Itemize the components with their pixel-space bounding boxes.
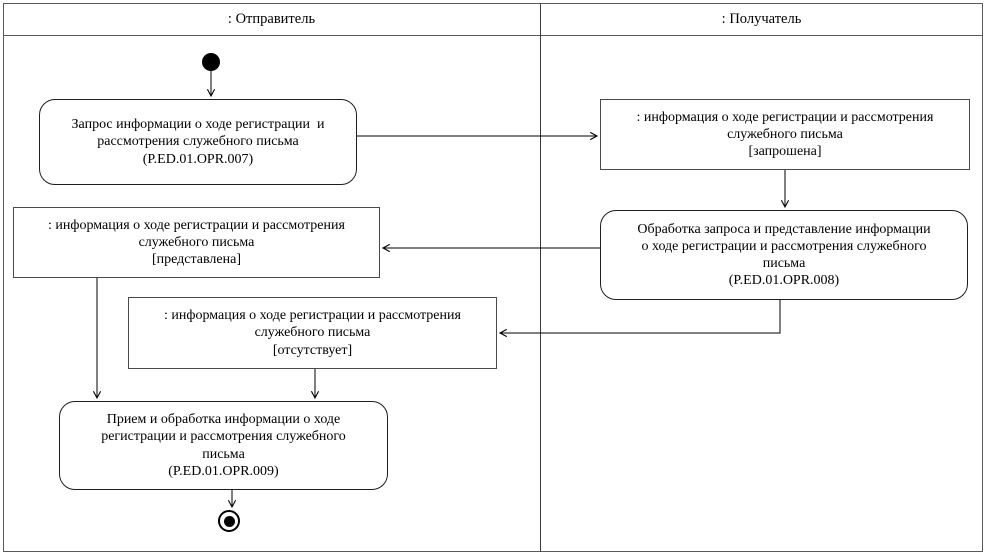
activity-process-request-line2: о ходе регистрации и рассмотрения служеб…	[641, 238, 927, 254]
object-info-absent-line1: : информация о ходе регистрации и рассмо…	[164, 308, 461, 324]
object-info-provided-state: [представлена]	[151, 252, 242, 268]
lane-header-divider	[3, 35, 983, 36]
activity-process-request-line1: Обработка запроса и представление информ…	[637, 221, 931, 237]
activity-request-info-line2: рассмотрения служебного письма	[97, 134, 299, 150]
final-node	[218, 510, 240, 532]
activity-receive-process-info-line2: регистрации и рассмотрения служебного	[101, 429, 346, 445]
activity-receive-process-info-line1: Прием и обработка информации о ходе	[106, 412, 341, 428]
activity-request-info-line1: Запрос информации о ходе регистрации и	[71, 117, 325, 133]
activity-process-request: Обработка запроса и представление информ…	[600, 210, 968, 300]
activity-process-request-line3: письма	[762, 256, 806, 271]
activity-receive-process-info-line3: письма	[202, 446, 245, 462]
lane-header-sender: : Отправитель	[3, 4, 540, 34]
object-info-provided-line1: : информация о ходе регистрации и рассмо…	[48, 217, 345, 233]
activity-request-info-code: (P.ED.01.OPR.007)	[142, 151, 254, 167]
activity-receive-process-info-code: (P.ED.01.OPR.009)	[168, 463, 279, 479]
object-info-requested-line2: служебного письма	[727, 126, 843, 142]
object-info-requested-state: [запрошена]	[748, 144, 822, 160]
activity-request-info: Запрос информации о ходе регистрации и р…	[39, 99, 357, 185]
initial-node	[202, 53, 220, 71]
object-info-absent: : информация о ходе регистрации и рассмо…	[128, 297, 497, 369]
object-info-provided: : информация о ходе регистрации и рассмо…	[13, 207, 380, 278]
diagram-frame	[3, 3, 983, 552]
lane-title-sender: : Отправитель	[227, 11, 316, 27]
activity-process-request-code: (P.ED.01.OPR.008)	[728, 273, 840, 289]
lane-divider	[540, 3, 541, 552]
object-info-requested-line1: : информация о ходе регистрации и рассмо…	[636, 109, 934, 125]
object-info-absent-line2: служебного письма	[254, 325, 371, 341]
object-info-absent-state: [отсутствует]	[272, 342, 353, 358]
activity-receive-process-info: Прием и обработка информации о ходе реги…	[59, 401, 388, 490]
final-node-core	[223, 515, 235, 527]
object-info-provided-line2: служебного письма	[138, 234, 255, 250]
lane-title-receiver: : Получатель	[721, 11, 802, 27]
lane-header-receiver: : Получатель	[540, 4, 983, 34]
object-info-requested: : информация о ходе регистрации и рассмо…	[600, 99, 970, 170]
